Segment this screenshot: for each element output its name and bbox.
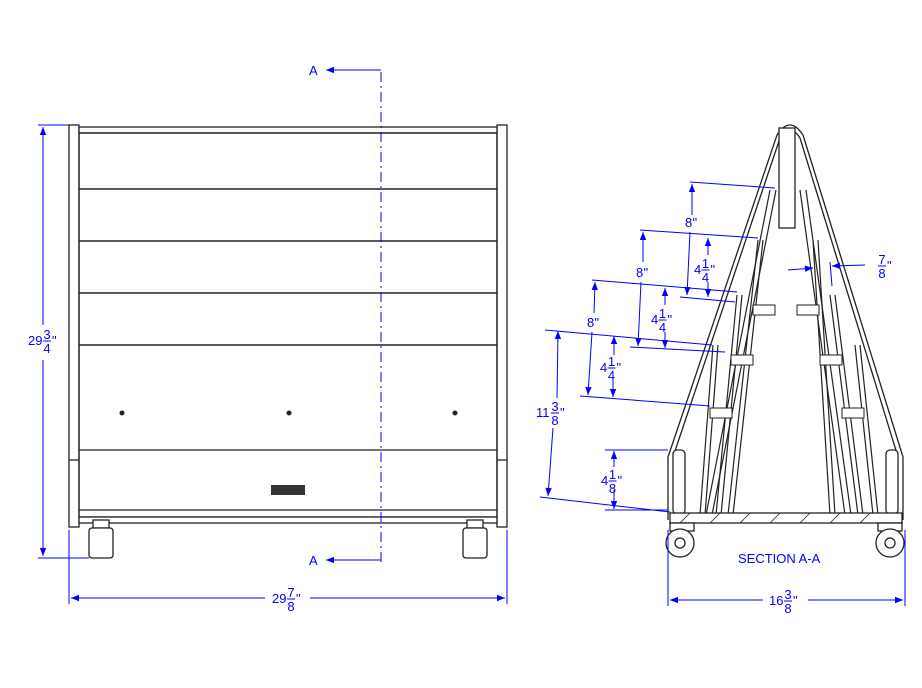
- right-lip: [885, 449, 899, 515]
- section-title: SECTION A-A: [738, 551, 821, 566]
- center-divider: [778, 127, 796, 229]
- dimension-unit: ": [618, 473, 623, 488]
- dimension-unit: ": [668, 312, 673, 327]
- dimension-unit: ": [644, 265, 649, 280]
- dimension-numerator: 7: [878, 252, 885, 267]
- dimension-denominator: 4: [702, 270, 709, 285]
- dimension-denominator: 8: [878, 266, 885, 281]
- screw-icon: [286, 410, 292, 416]
- dimension-unit: ": [560, 405, 565, 420]
- base-platform: [669, 512, 903, 524]
- dimension-denominator: 4: [43, 341, 50, 356]
- dimension-8in-lower: 8": [587, 315, 600, 330]
- dimension-numerator: 1: [702, 256, 709, 271]
- dimension-unit: ": [595, 315, 600, 330]
- dimension-numerator: 7: [287, 585, 294, 600]
- dimension-denominator: 8: [551, 413, 558, 428]
- screw-icon: [119, 410, 125, 416]
- dimension-denominator: 8: [609, 481, 616, 496]
- dimension-whole: 4: [600, 360, 607, 375]
- dimension-unit: ": [793, 593, 798, 608]
- dimension-unit: ": [52, 333, 57, 348]
- dimension-denominator: 8: [784, 601, 791, 616]
- left-post: [68, 124, 80, 528]
- screw-icon: [452, 410, 458, 416]
- dimension-unit: ": [887, 258, 892, 273]
- dimension-whole: 16: [769, 593, 783, 608]
- dimension-whole: 29: [28, 333, 42, 348]
- caster-right: [875, 522, 905, 558]
- dimension-whole: 8: [587, 315, 594, 330]
- dimension-whole: 8: [685, 215, 692, 230]
- dimension-whole: 4: [694, 262, 701, 277]
- caster-right: [462, 519, 488, 559]
- top-rail: [78, 126, 498, 134]
- right-post: [496, 124, 508, 528]
- caster-left: [88, 519, 114, 559]
- dimension-whole: 11: [536, 405, 550, 420]
- logo-plate: [271, 485, 305, 495]
- dimension-unit: ": [693, 215, 698, 230]
- section-view: SECTION A-A: [539, 124, 906, 606]
- rack-rails: [699, 189, 879, 516]
- dimension-denominator: 8: [287, 599, 294, 614]
- left-lip: [672, 449, 686, 515]
- dimension-7-8: 78": [878, 252, 892, 281]
- dimension-unit: ": [296, 591, 301, 606]
- dimension-whole: 4: [651, 312, 658, 327]
- rail-blocks: [709, 304, 865, 419]
- dimension-numerator: 3: [784, 587, 791, 602]
- dimension-whole: 8: [636, 265, 643, 280]
- shelf-lines: [79, 188, 497, 346]
- caster-left: [665, 522, 695, 558]
- dimension-numerator: 1: [659, 306, 666, 321]
- dimension-whole: 29: [272, 591, 286, 606]
- front-view: A A: [38, 63, 508, 604]
- dimension-numerator: 1: [609, 467, 616, 482]
- section-marker-top: A: [309, 63, 318, 78]
- dimension-numerator: 1: [608, 354, 615, 369]
- section-marker-bottom: A: [309, 553, 318, 568]
- dimension-numerator: 3: [551, 399, 558, 414]
- dimension-denominator: 4: [608, 368, 615, 383]
- dimension-8in-top: 8": [685, 215, 698, 230]
- dimension-whole: 4: [601, 473, 608, 488]
- section-dimension-lines: [539, 181, 906, 606]
- dimension-8in-middle: 8": [636, 265, 649, 280]
- dimension-unit: ": [711, 262, 716, 277]
- cabinet-body: [78, 132, 498, 518]
- dimension-unit: ": [617, 360, 622, 375]
- dimension-numerator: 3: [43, 327, 50, 342]
- dimension-denominator: 4: [659, 320, 666, 335]
